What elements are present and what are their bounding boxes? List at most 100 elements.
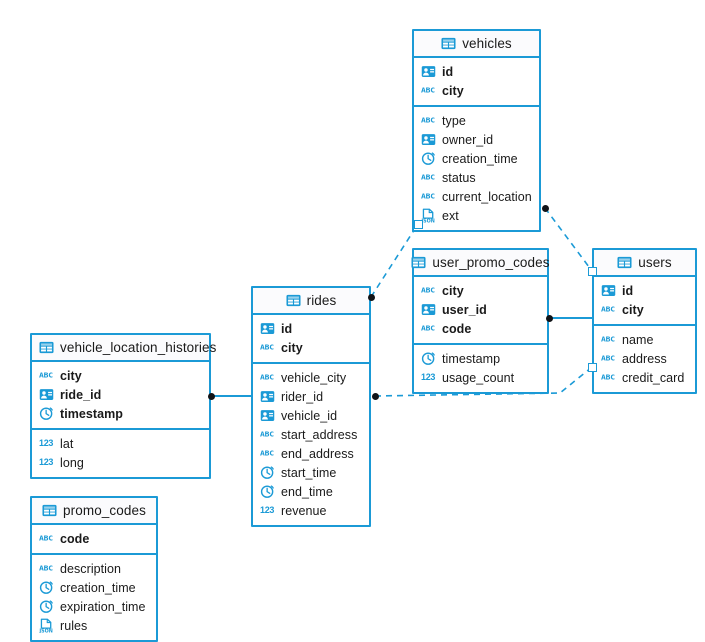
svg-text:JSON: JSON (39, 628, 53, 633)
abc-icon: ABC (260, 449, 274, 458)
table-header-vehicles[interactable]: vehicles (414, 31, 539, 58)
abc-icon: ABC (601, 305, 615, 314)
edge-endpoint-dot (371, 392, 379, 400)
column-name: type (442, 113, 466, 128)
table-title: promo_codes (63, 503, 146, 518)
primary-key-row[interactable]: id (253, 319, 369, 338)
edge-endpoint-square (587, 266, 597, 276)
column-row[interactable]: start_time (253, 463, 369, 482)
edge-endpoint-dot (207, 392, 215, 400)
primary-key-row[interactable]: id (414, 62, 539, 81)
abc-icon: ABC (601, 335, 615, 344)
column-row[interactable]: vehicle_id (253, 406, 369, 425)
column-row[interactable]: timestamp (414, 349, 547, 368)
svg-text:JSON: JSON (421, 218, 435, 223)
id-card-icon (260, 389, 275, 404)
column-name: id (281, 321, 293, 336)
primary-key-row[interactable]: id (594, 281, 695, 300)
relationship-edge-rel-vehicles-users[interactable] (544, 207, 593, 272)
column-row[interactable]: owner_id (414, 130, 539, 149)
table-header-user_promo_codes[interactable]: user_promo_codes (411, 250, 549, 277)
column-row[interactable]: rider_id (253, 387, 369, 406)
column-name: vehicle_city (281, 370, 347, 385)
edge-endpoint-square (587, 362, 597, 372)
table-icon (411, 255, 426, 270)
123-icon: 123 (421, 372, 436, 382)
table-header-promo_codes[interactable]: promo_codes (32, 498, 156, 525)
table-icon (286, 293, 301, 308)
column-name: description (60, 561, 121, 576)
column-name: user_id (442, 302, 487, 317)
json-file-icon: JSON (421, 208, 436, 223)
primary-key-row[interactable]: timestamp (32, 404, 209, 423)
column-name: current_location (442, 189, 532, 204)
abc-icon: ABC (421, 286, 435, 295)
column-row[interactable]: expiration_time (32, 597, 156, 616)
abc-icon: ABC (421, 192, 435, 201)
edge-endpoint-dot (541, 204, 549, 212)
column-row[interactable]: creation_time (32, 578, 156, 597)
column-name: expiration_time (60, 599, 146, 614)
column-name: owner_id (442, 132, 494, 147)
abc-icon: ABC (421, 173, 435, 182)
column-row[interactable]: end_time (253, 482, 369, 501)
table-header-rides[interactable]: rides (253, 288, 369, 315)
abc-icon: ABC (601, 373, 615, 382)
edge-endpoint-dot (367, 293, 375, 301)
column-name: timestamp (60, 406, 123, 421)
column-name: ride_id (60, 387, 102, 402)
column-name: start_address (281, 427, 358, 442)
column-row[interactable]: creation_time (414, 149, 539, 168)
primary-key-row[interactable]: ride_id (32, 385, 209, 404)
123-icon: 123 (260, 505, 275, 515)
table-title: vehicles (462, 36, 512, 51)
column-name: rules (60, 618, 88, 633)
edge-endpoint-dot (545, 314, 553, 322)
column-name: creation_time (442, 151, 518, 166)
column-row[interactable]: JSON rules (32, 616, 156, 635)
column-row[interactable]: ABC current_location (414, 187, 539, 206)
table-icon (617, 255, 632, 270)
abc-icon: ABC (260, 343, 274, 352)
column-name: id (442, 64, 454, 79)
table-header-vehicle_location_histories[interactable]: vehicle_location_histories (32, 335, 216, 362)
table-header-users[interactable]: users (594, 250, 695, 277)
primary-key-row[interactable]: user_id (414, 300, 547, 319)
table-title: users (638, 255, 672, 270)
